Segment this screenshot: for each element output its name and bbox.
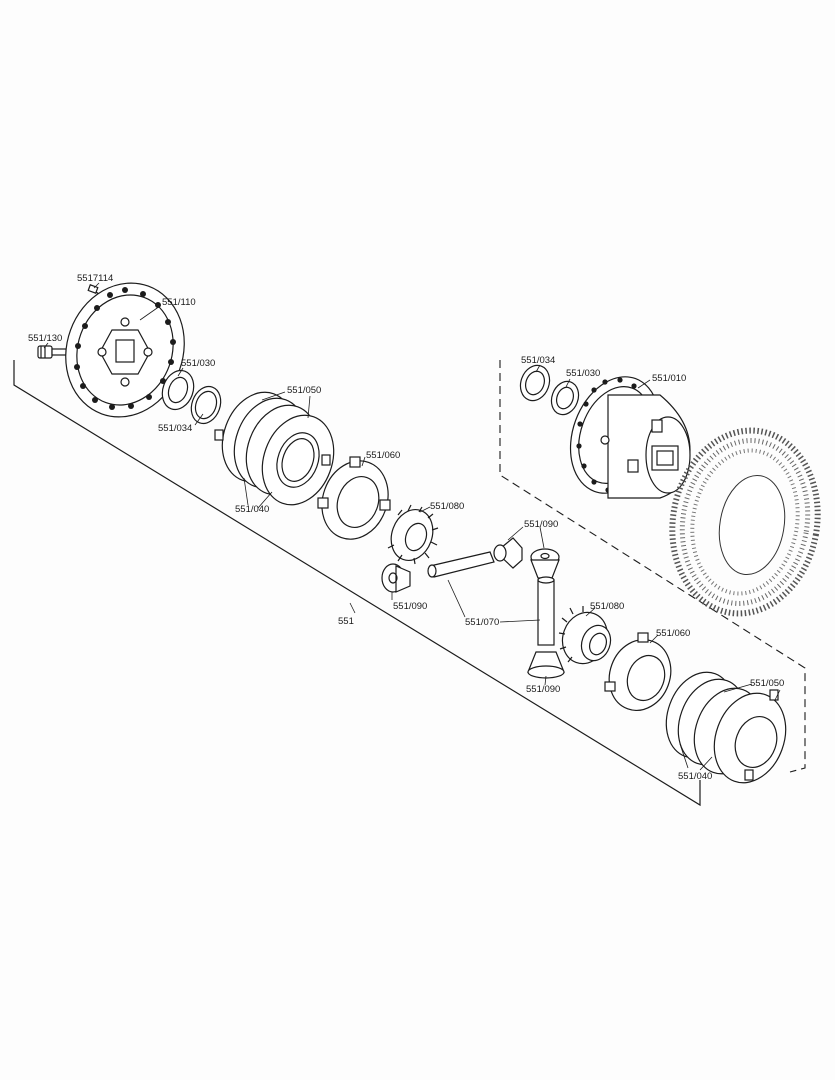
side-gear-551-080-right xyxy=(558,606,612,665)
flange-551-110 xyxy=(65,282,185,418)
clutch-pack-right xyxy=(665,671,787,784)
label-551-090-bottom: 551/090 xyxy=(526,684,560,695)
differential-housing-551-010 xyxy=(569,376,691,499)
label-551-030-left: 551/030 xyxy=(181,358,215,369)
label-551: 551 xyxy=(338,616,354,627)
label-551-080-right: 551/080 xyxy=(590,601,624,612)
crown-wheel xyxy=(669,427,821,617)
cross-shaft-551-070-vertical xyxy=(537,576,555,646)
label-551-090-top: 551/090 xyxy=(524,519,558,530)
clutch-pack-left xyxy=(214,391,335,506)
washer-551-030-left xyxy=(161,369,195,411)
label-551-060-right: 551/060 xyxy=(656,628,690,639)
side-gear-551-080-left xyxy=(387,504,439,565)
label-551-130: 551/130 xyxy=(28,333,62,344)
pinion-gear-551-090-top xyxy=(493,537,523,569)
label-551-050-left: 551/050 xyxy=(287,385,321,396)
label-551-030-right: 551/030 xyxy=(566,368,600,379)
pressure-ring-551-060-left xyxy=(317,456,391,540)
washer-551-030-right xyxy=(550,380,580,416)
pinion-gear-551-090-middle xyxy=(530,548,560,579)
label-551-110: 551/110 xyxy=(162,297,196,308)
pressure-ring-551-060-right xyxy=(604,632,672,711)
part-labels: 5517114 551/110 551/130 551/030 551/034 … xyxy=(28,273,784,782)
label-551-080-left: 551/080 xyxy=(430,501,464,512)
label-551-070: 551/070 xyxy=(465,617,499,628)
label-5517114: 5517114 xyxy=(77,273,113,284)
label-551-060-left: 551/060 xyxy=(366,450,400,461)
cross-shaft-551-070-horizontal xyxy=(427,551,495,578)
label-551-040-left: 551/040 xyxy=(235,504,269,515)
washer-551-034-right xyxy=(519,364,551,402)
label-551-090-left: 551/090 xyxy=(393,601,427,612)
washer-551-034-left xyxy=(190,385,222,425)
bolt-551-130 xyxy=(37,345,67,359)
subassembly-dashed-outline xyxy=(499,360,806,773)
label-551-010: 551/010 xyxy=(652,373,686,384)
pinion-gear-551-090-bottom xyxy=(527,651,565,679)
label-551-050-right: 551/050 xyxy=(750,678,784,689)
label-551-034-left: 551/034 xyxy=(158,423,192,434)
assembly-bracket xyxy=(13,360,701,807)
pinion-gear-551-090-left xyxy=(381,563,411,593)
leader-lines xyxy=(43,282,781,771)
label-551-040-right: 551/040 xyxy=(678,771,712,782)
label-551-034-right: 551/034 xyxy=(521,355,555,366)
